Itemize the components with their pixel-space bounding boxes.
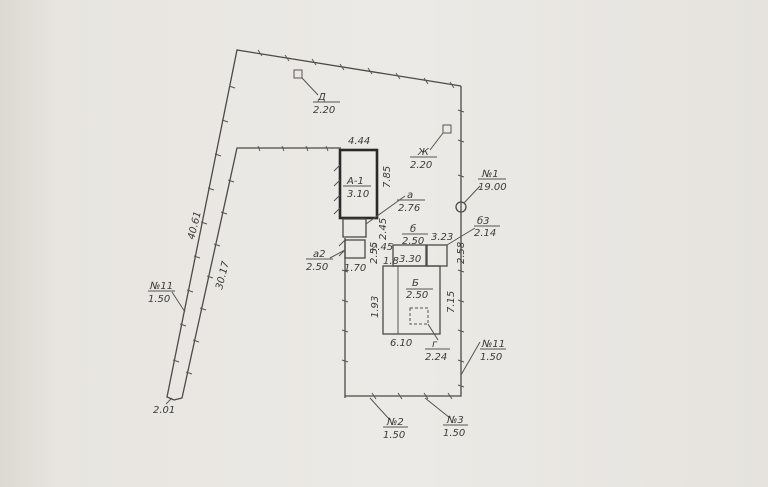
right-boundary-line xyxy=(345,86,462,397)
dim-7-15: 7.15 xyxy=(446,291,457,313)
label-n1-name: №1 xyxy=(481,169,499,180)
annex-b3 xyxy=(426,244,448,267)
label-n11-right-name: №11 xyxy=(481,339,505,350)
building-a1 xyxy=(338,148,379,220)
annex-a-leader xyxy=(365,195,406,225)
label-big-b-value: 2.50 xyxy=(406,290,428,301)
dim-2-01: 2.01 xyxy=(153,405,175,416)
marker-zh-square xyxy=(442,124,452,134)
corner-201-leader xyxy=(165,397,173,405)
label-g-value: 2.24 xyxy=(425,352,447,363)
label-n11-right-value: 1.50 xyxy=(480,352,502,363)
boundary-ticks xyxy=(172,49,465,400)
well-n1 xyxy=(455,201,467,213)
n3-leader xyxy=(424,397,451,419)
annex-a xyxy=(342,218,367,238)
dim-30-17: 30.17 xyxy=(214,260,232,291)
n2-leader xyxy=(369,397,391,421)
label-b3-value: 2.14 xyxy=(474,228,496,239)
marker-d-leader xyxy=(301,77,319,96)
label-g-name: г xyxy=(432,339,438,350)
label-a-name: а xyxy=(407,190,413,201)
annex-b3-leader xyxy=(446,227,476,246)
label-d-name: Д xyxy=(317,92,326,103)
annex-a2-hatch xyxy=(338,239,346,257)
label-n3-name: №3 xyxy=(446,415,464,426)
label-n2-name: №2 xyxy=(386,417,404,428)
label-n11-left-name: №11 xyxy=(149,281,173,292)
label-d-value: 2.20 xyxy=(313,105,335,116)
label-zh-name: Ж xyxy=(417,147,430,158)
marker-zh-leader xyxy=(429,132,444,151)
dim-2-45-vertical: 2.45 xyxy=(378,218,389,240)
annex-b-small xyxy=(392,244,427,267)
cellar-g-leader xyxy=(427,323,439,341)
label-underlines xyxy=(148,101,506,428)
label-a-value: 2.76 xyxy=(398,203,420,214)
label-a1-value: 3.10 xyxy=(347,189,369,200)
dim-2-55: 2.55 xyxy=(369,242,380,264)
annex-a2-leader xyxy=(329,249,346,259)
cellar-g-dashed xyxy=(409,307,429,325)
dim-1-93: 1.93 xyxy=(370,296,381,318)
label-a1-name: А-1 xyxy=(346,176,364,187)
dim-1-8: 1.8 xyxy=(383,256,399,267)
label-zh-value: 2.20 xyxy=(410,160,432,171)
label-n11-left-value: 1.50 xyxy=(148,294,170,305)
dim-7-85: 7.85 xyxy=(382,166,393,188)
building-a1-hatch xyxy=(333,164,341,215)
label-a2-name: а2 xyxy=(313,249,326,260)
dim-2-58: 2.58 xyxy=(456,242,467,264)
label-n1-value: 19.00 xyxy=(478,182,507,193)
dim-6-10: 6.10 xyxy=(390,338,412,349)
annex-a2 xyxy=(344,239,366,259)
n11-left-leader xyxy=(171,291,186,313)
n11-right-leader xyxy=(460,341,481,376)
label-b3-name: б3 xyxy=(477,215,490,227)
label-n3-value: 1.50 xyxy=(443,428,465,439)
dim-3-30: 3.30 xyxy=(399,254,421,265)
label-b-small-name: б xyxy=(410,223,416,235)
label-big-b-name: Б xyxy=(412,278,419,289)
inner-boundary-line xyxy=(173,147,341,401)
dim-4-44: 4.44 xyxy=(348,136,370,147)
label-a2-value: 2.50 xyxy=(306,262,328,273)
dim-1-70: 1.70 xyxy=(344,263,366,274)
dim-3-23: 3.23 xyxy=(431,232,453,243)
label-n2-value: 1.50 xyxy=(383,430,405,441)
dim-2-45: 2.45 xyxy=(371,242,393,253)
marker-d-square xyxy=(293,69,303,79)
label-b-small-value: 2.50 xyxy=(402,236,424,247)
outer-boundary-line xyxy=(166,49,462,401)
well-n1-leader xyxy=(463,185,481,204)
